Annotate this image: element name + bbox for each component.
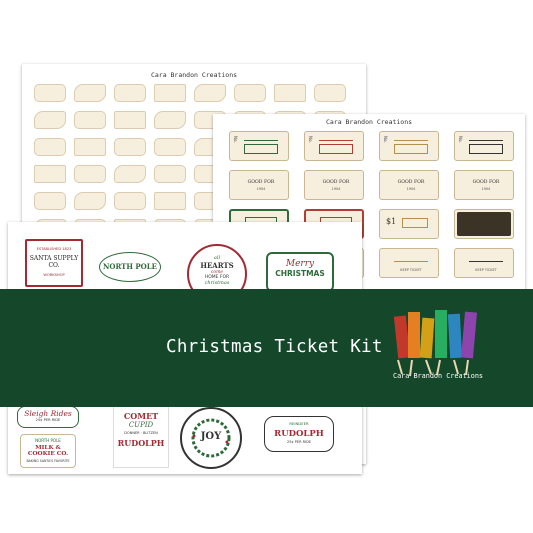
ticket: No. xyxy=(304,131,364,161)
merry-christmas-label: Merry CHRISTMAS xyxy=(266,252,334,292)
ticket: $1 xyxy=(379,209,439,239)
ticket: KEEP TICKET xyxy=(379,248,439,278)
brand-name: Cara Brandon Creations xyxy=(393,372,484,380)
wreath-icon xyxy=(191,418,231,458)
ticket xyxy=(454,209,514,239)
title-banner: Christmas Ticket Kit Cara Brandon Creati… xyxy=(0,289,533,407)
product-title: Christmas Ticket Kit xyxy=(166,337,383,357)
ticket: No. xyxy=(379,131,439,161)
sheet1-title: Cara Brandon Creations xyxy=(150,71,238,79)
north-pole-label: NORTH POLE xyxy=(99,252,161,282)
milk-cookie-label: NORTH POLE MILK & COOKIE CO. BAKING SANT… xyxy=(20,434,76,468)
joy-wreath-label: JOY xyxy=(180,407,242,469)
ticket: KEEP TICKET xyxy=(454,248,514,278)
reindeer-names-label: COMET CUPID DONNER · BLITZEN RUDOLPH xyxy=(113,406,169,468)
ticket: No. xyxy=(454,131,514,161)
ribbon-logo-icon xyxy=(393,310,477,377)
rudolph-label: REINDEER RUDOLPH 25¢ PER RIDE xyxy=(264,416,334,452)
sheet2-title: Cara Brandon Creations xyxy=(325,118,413,126)
ticket: No. xyxy=(229,131,289,161)
santa-supply-label: ESTABLISHED 1823 SANTA SUPPLY CO. WORKSH… xyxy=(25,239,83,287)
sleigh-rides-label: Sleigh Rides 25¢ PER RIDE xyxy=(17,406,79,428)
